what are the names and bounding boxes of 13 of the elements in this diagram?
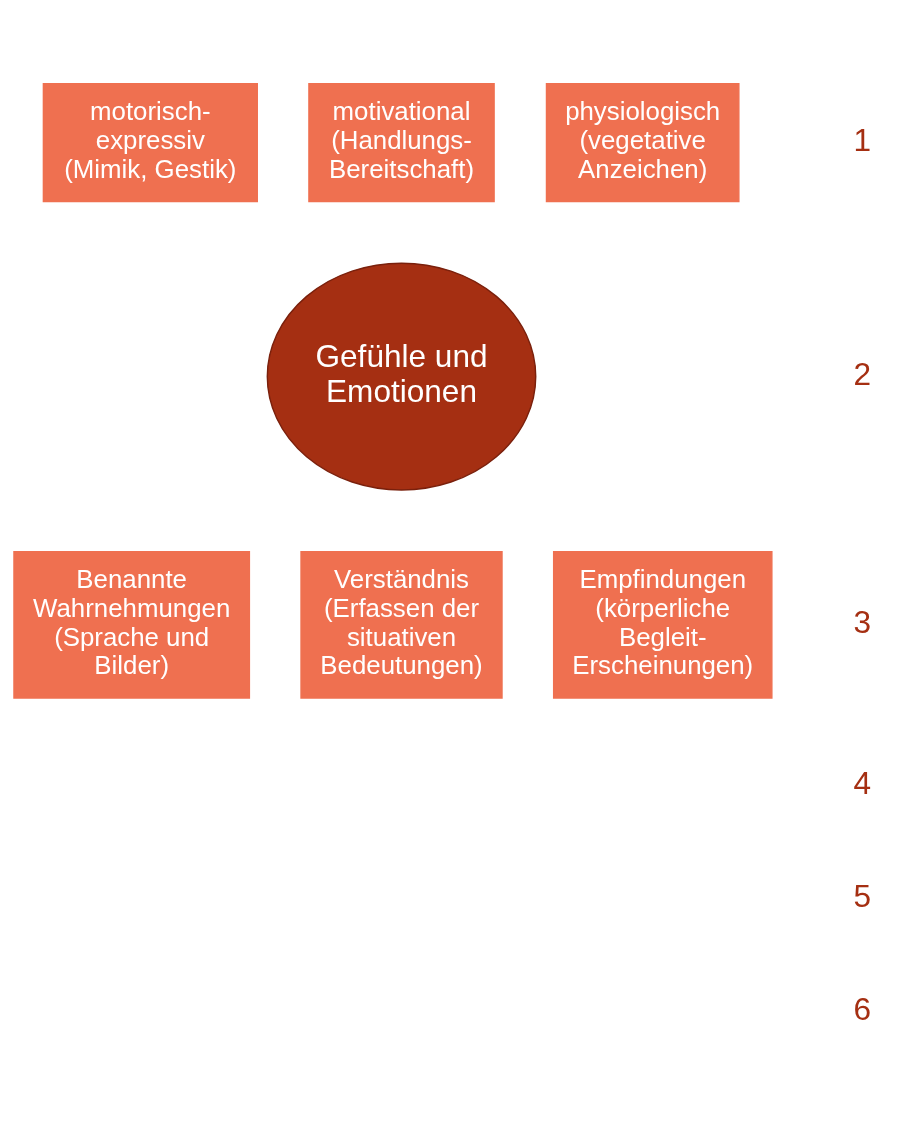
label: 6 (853, 990, 872, 1027)
node-box: Benannte Wahrnehmungen (Sprache und Bilder) (13, 550, 251, 699)
node-box: physiologisch (vegetative Anzeichen) (545, 82, 740, 202)
node-box: Empfindungen (körperliche Begleit- Erscheinungen) (552, 550, 773, 699)
label: 4 (853, 764, 872, 801)
label: 1 (853, 121, 872, 158)
label: 3 (853, 603, 872, 640)
node-box: Verständnis (Erfassen der situativen Bedeutungen) (300, 550, 503, 699)
node-box: motorisch- expressiv (Mimik, Gestik) (42, 82, 258, 202)
node-ellipse: Gefühle und Emotionen (266, 261, 537, 491)
label: 5 (853, 877, 872, 914)
node-box: motivational (Handlungs- Bereitschaft) (308, 82, 495, 202)
label: 2 (853, 355, 872, 392)
